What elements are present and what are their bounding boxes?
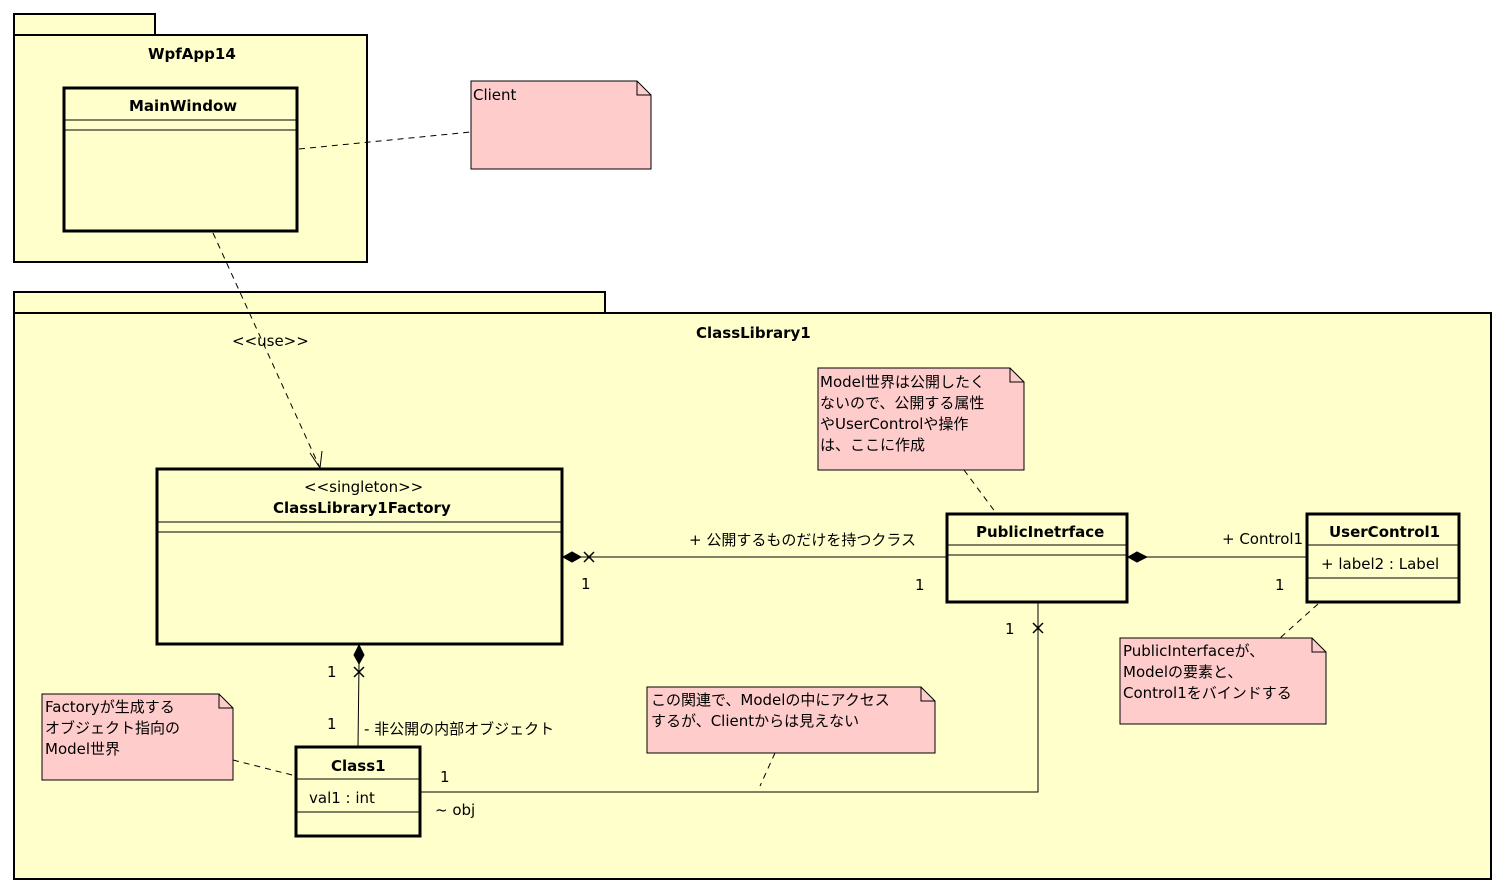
note-client-shape xyxy=(470,80,652,170)
pi-bottom-mult-label: 1 xyxy=(1005,620,1015,638)
class-class1-attribute: val1 : int xyxy=(309,789,375,807)
association-class1-publicinterface xyxy=(421,603,1044,793)
package-classlibrary1-title: ClassLibrary1 xyxy=(696,324,811,342)
class-usercontrol1-name: UserControl1 xyxy=(1329,523,1441,541)
factory-pi-mult-right: 1 xyxy=(915,576,925,594)
note-association-text: この関連で、Modelの中にアクセス するが、Clientからは見えない xyxy=(651,691,890,730)
class-usercontrol1-box xyxy=(1305,512,1461,604)
control-role-label: + Control1 xyxy=(1222,530,1304,548)
class-class1-name: Class1 xyxy=(331,757,386,775)
class-class1-box xyxy=(294,745,422,838)
class-publicinterface-name: PublicInetrface xyxy=(976,523,1105,541)
note-anchors xyxy=(232,131,1319,787)
control-mult-label: 1 xyxy=(1275,576,1285,594)
obj-role-label: ~ obj xyxy=(435,801,476,819)
association-factory-class1 xyxy=(353,643,365,748)
note-binding-shape xyxy=(1119,637,1327,725)
class-factory-name: ClassLibrary1Factory xyxy=(273,499,451,517)
package-wpfapp14-title: WpfApp14 xyxy=(148,45,236,63)
note-association-shape xyxy=(646,686,936,754)
factory-pi-mult-left: 1 xyxy=(581,575,591,593)
use-stereotype-label: <<use>> xyxy=(232,332,309,350)
inner-object-role-label: - 非公開の内部オブジェクト xyxy=(364,720,555,738)
association-factory-publicinterface xyxy=(561,551,947,563)
class-mainwindow-box xyxy=(62,86,299,233)
note-binding-text: PublicInterfaceが、 Modelの要素と、 Control1をバイ… xyxy=(1123,642,1292,702)
factory-bottom-mult-label: 1 xyxy=(327,663,337,681)
association-publicinterface-usercontrol xyxy=(1126,551,1307,563)
use-dependency xyxy=(212,232,323,470)
factory-pi-role-label: + 公開するものだけを持つクラス xyxy=(689,531,917,549)
note-client-text: Client xyxy=(473,86,517,104)
note-factory-model-text: Factoryが生成する オブジェクト指向の Model世界 xyxy=(45,698,181,758)
class-mainwindow-name: MainWindow xyxy=(129,97,238,115)
class1-top-mult-label: 1 xyxy=(327,715,337,733)
class-publicinterface-box xyxy=(945,512,1129,604)
class-usercontrol1-attribute: + label2 : Label xyxy=(1321,555,1440,573)
class-factory-box xyxy=(155,467,564,646)
note-model-world-text: Model世界は公開したく ないので、公開する属性 やUserControlや操… xyxy=(820,373,986,454)
note-model-world-shape xyxy=(817,367,1025,471)
class1-right-mult-label: 1 xyxy=(440,768,450,786)
note-factory-model-shape xyxy=(41,693,234,781)
class-factory-stereotype: <<singleton>> xyxy=(304,478,424,496)
